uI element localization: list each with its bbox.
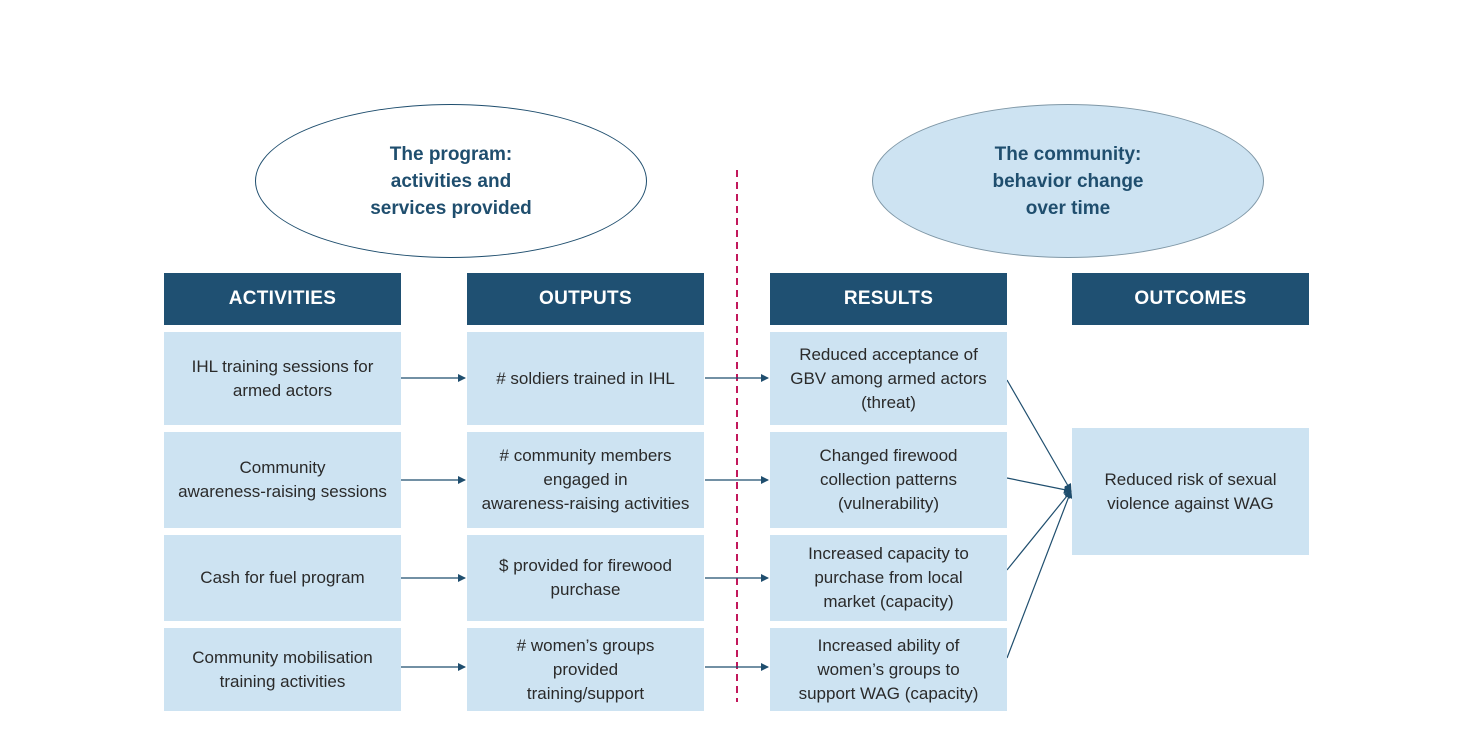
activity-label: Community awareness-raising sessions: [178, 458, 387, 501]
activity-box: Cash for fuel program: [164, 535, 401, 621]
activities-header: ACTIVITIES: [164, 273, 401, 325]
arrow-result2-outcome: [1006, 477, 1072, 494]
activity-label: IHL training sessions for armed actors: [191, 356, 374, 400]
output-box: # community members engaged in awareness…: [467, 432, 704, 528]
output-label: # women’s groups provided training/suppo…: [516, 635, 655, 703]
activity-box: Community awareness-raising sessions: [164, 432, 401, 528]
output-label: # community members engaged in awareness…: [481, 446, 690, 513]
output-box: # soldiers trained in IHL: [467, 332, 704, 425]
result-box: Increased ability of women’s groups to s…: [770, 628, 1007, 711]
activity-label: Community mobilisation training activiti…: [192, 647, 373, 691]
result-label: Reduced acceptance of GBV among armed ac…: [790, 344, 987, 412]
outcomes-header: OUTCOMES: [1072, 273, 1309, 325]
activity-label: Cash for fuel program: [200, 568, 365, 587]
results-header: RESULTS: [770, 273, 1007, 325]
arrow-result1-outcome: [1006, 379, 1072, 492]
output-label: $ provided for firewood purchase: [499, 556, 672, 599]
result-box: Increased capacity to purchase from loca…: [770, 535, 1007, 621]
outputs-header: OUTPUTS: [467, 273, 704, 325]
output-box: # women’s groups provided training/suppo…: [467, 628, 704, 711]
result-box: Changed firewood collection patterns (vu…: [770, 432, 1007, 528]
result-label: Increased ability of women’s groups to s…: [798, 635, 979, 703]
activity-box: IHL training sessions for armed actors: [164, 332, 401, 425]
outcome-box: Reduced risk of sexual violence against …: [1072, 428, 1309, 555]
activity-box: Community mobilisation training activiti…: [164, 628, 401, 711]
result-box: Reduced acceptance of GBV among armed ac…: [770, 332, 1007, 425]
program-ellipse-label: The program: activities and services pro…: [370, 143, 532, 219]
program-ellipse: The program: activities and services pro…: [255, 104, 647, 258]
arrow-result3-outcome: [1006, 490, 1072, 571]
community-ellipse: The community: behavior change over time: [872, 104, 1264, 258]
community-ellipse-label: The community: behavior change over time: [992, 143, 1144, 219]
output-label: # soldiers trained in IHL: [496, 368, 675, 388]
outcome-label: Reduced risk of sexual violence against …: [1104, 469, 1277, 513]
result-label: Increased capacity to purchase from loca…: [808, 544, 969, 611]
output-box: $ provided for firewood purchase: [467, 535, 704, 621]
result-label: Changed firewood collection patterns (vu…: [819, 446, 958, 513]
arrow-result4-outcome: [1006, 490, 1073, 659]
